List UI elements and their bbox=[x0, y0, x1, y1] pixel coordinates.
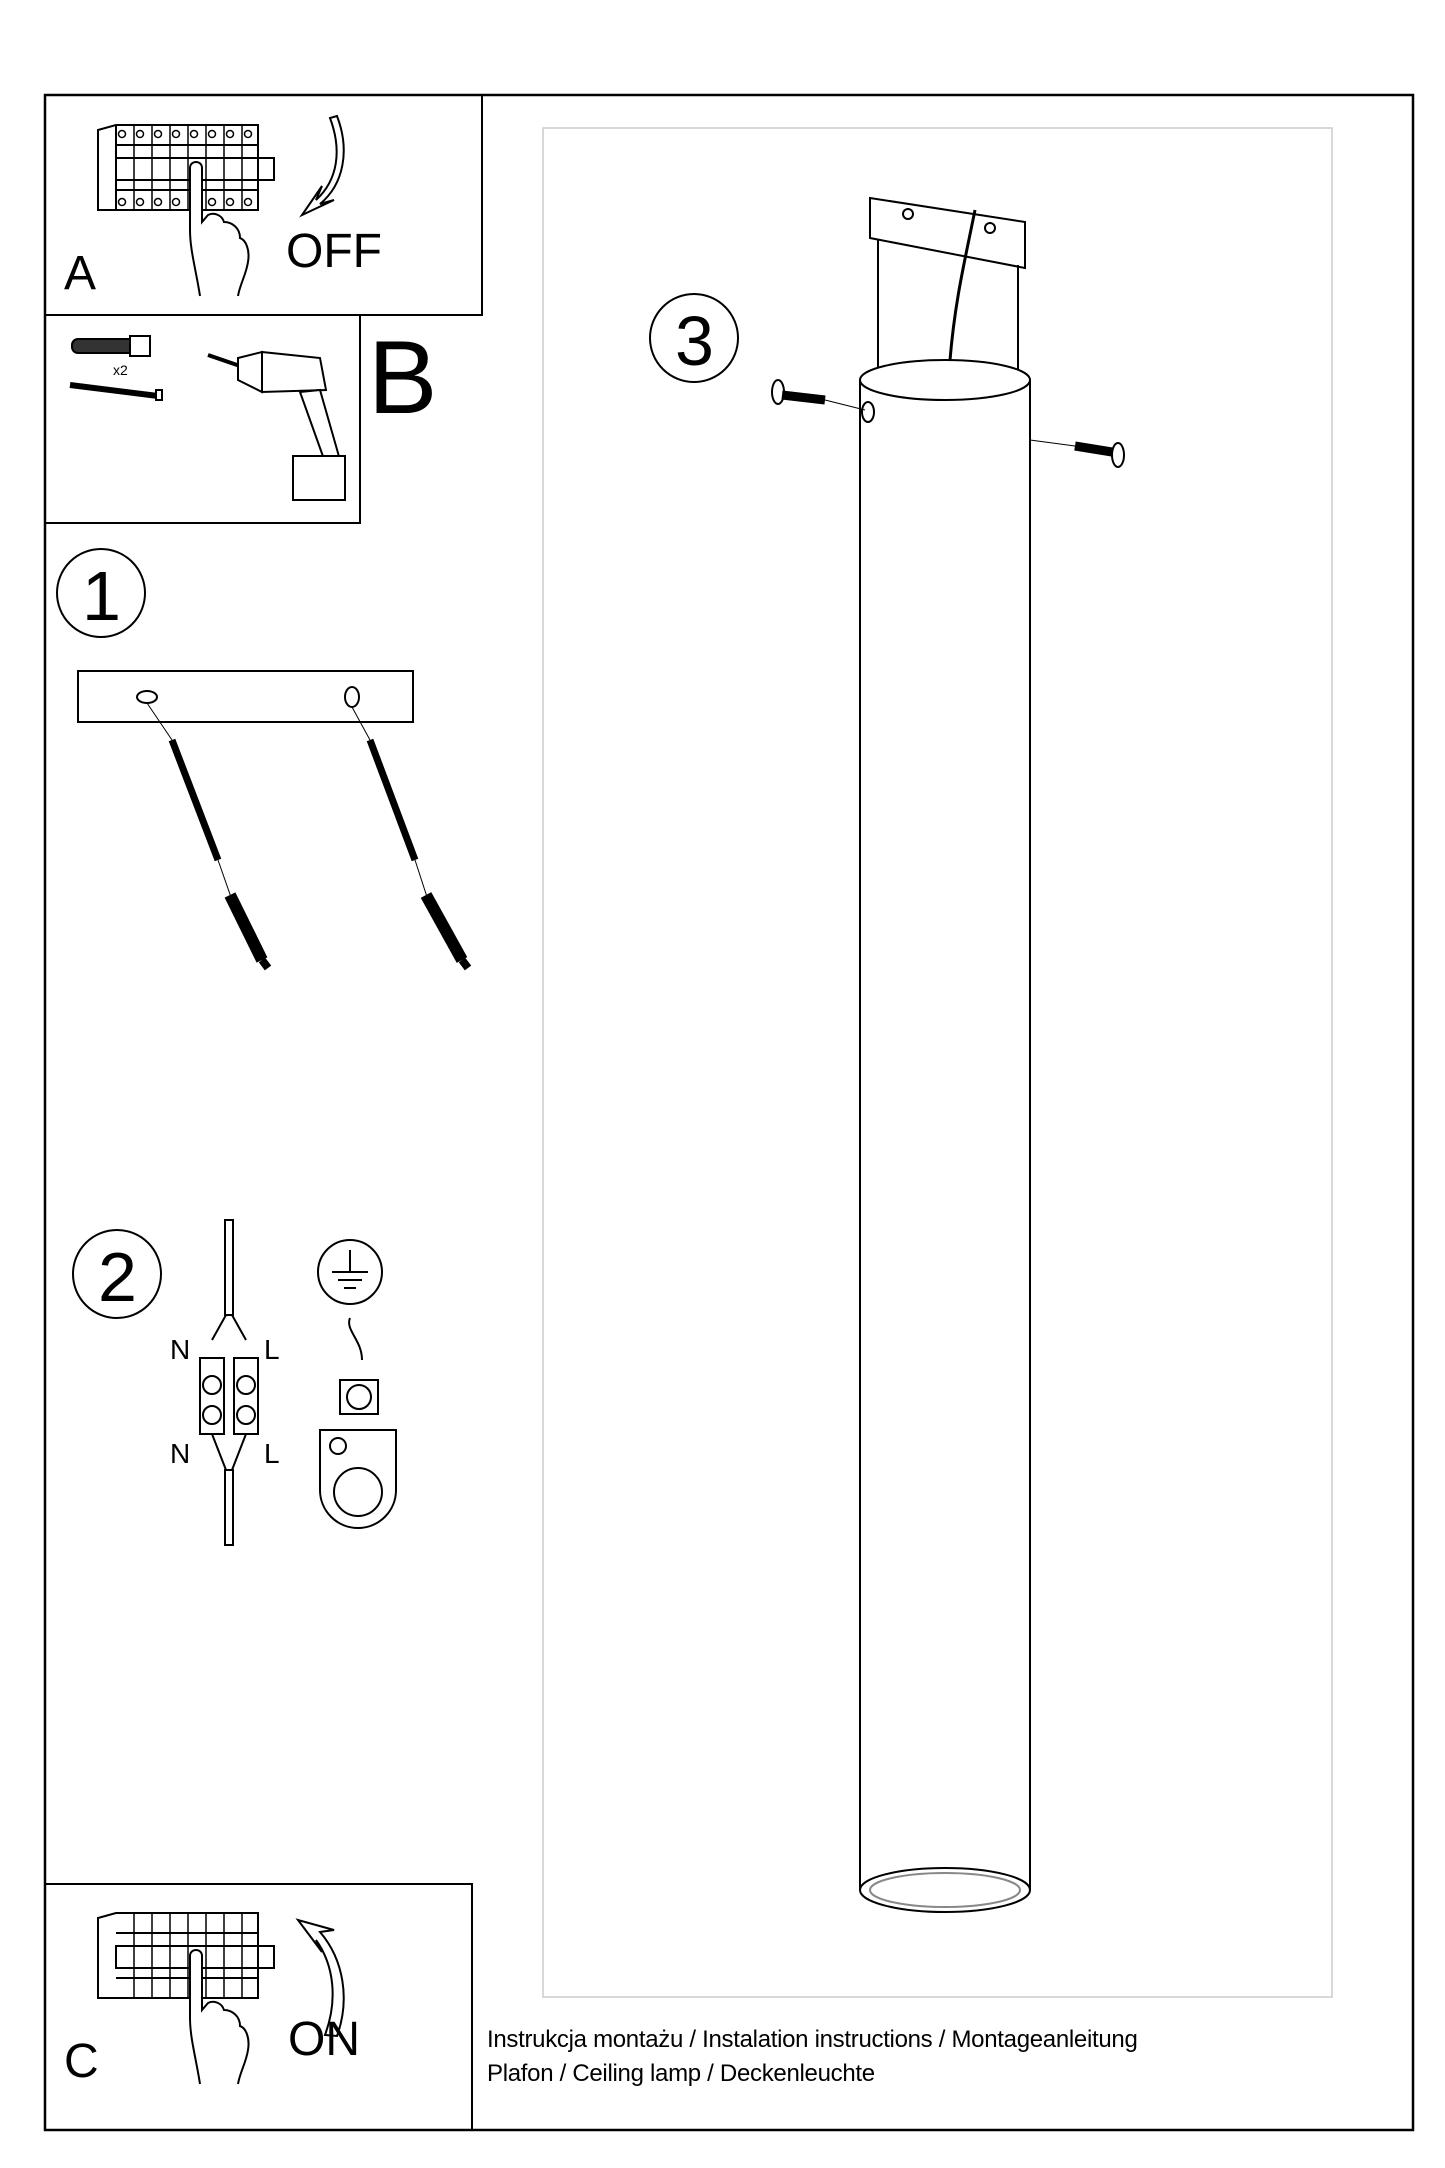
panel-b-frame bbox=[44, 314, 361, 524]
hand-icon bbox=[189, 161, 250, 297]
step-3-number: 3 bbox=[675, 302, 714, 380]
panel-a-label: A bbox=[64, 247, 97, 300]
step-2-circle bbox=[72, 1229, 162, 1319]
hand-icon bbox=[189, 1949, 250, 2085]
off-label: OFF bbox=[286, 225, 382, 278]
step-3-circle bbox=[649, 293, 739, 383]
ground-clamp-icon bbox=[319, 1379, 397, 1529]
live-label-top: L bbox=[264, 1334, 280, 1365]
mounting-plate-icon bbox=[77, 670, 414, 723]
step-2-number: 2 bbox=[98, 1238, 137, 1316]
panel-b-label: B bbox=[368, 320, 438, 436]
screw-and-anchor-icon bbox=[146, 702, 472, 971]
drill-icon bbox=[207, 350, 346, 501]
ground-symbol-icon bbox=[317, 1239, 383, 1361]
arrow-up-icon bbox=[295, 1918, 345, 2038]
footer-title: Instrukcja montażu / Instalation instruc… bbox=[487, 2026, 1138, 2053]
panel-a-frame bbox=[44, 94, 483, 316]
step-1-circle bbox=[56, 548, 146, 638]
arrow-down-icon bbox=[299, 114, 345, 218]
footer-subtitle: Plafon / Ceiling lamp / Deckenleuchte bbox=[487, 2060, 875, 2087]
quantity-label: x2 bbox=[113, 362, 128, 378]
lamp-area-frame bbox=[542, 127, 1333, 1998]
live-label-bottom: L bbox=[264, 1438, 280, 1469]
circuit-breaker-icon bbox=[97, 1912, 275, 1999]
wall-plug-icon bbox=[71, 335, 151, 357]
terminal-block-icon bbox=[199, 1219, 259, 1546]
fixing-screw-icon bbox=[771, 379, 1125, 468]
panel-c-frame bbox=[44, 1883, 473, 2131]
step-1-number: 1 bbox=[82, 557, 121, 635]
outer-frame bbox=[43, 93, 1415, 2132]
neutral-label-bottom: N bbox=[170, 1438, 191, 1469]
neutral-label-top: N bbox=[170, 1334, 191, 1365]
on-label: ON bbox=[288, 2013, 360, 2066]
circuit-breaker-icon bbox=[97, 124, 275, 211]
screw-icon bbox=[69, 382, 163, 401]
panel-c-label: C bbox=[64, 2035, 99, 2088]
ceiling-bracket-icon bbox=[869, 196, 1026, 380]
lamp-tube-icon bbox=[859, 359, 1031, 1913]
